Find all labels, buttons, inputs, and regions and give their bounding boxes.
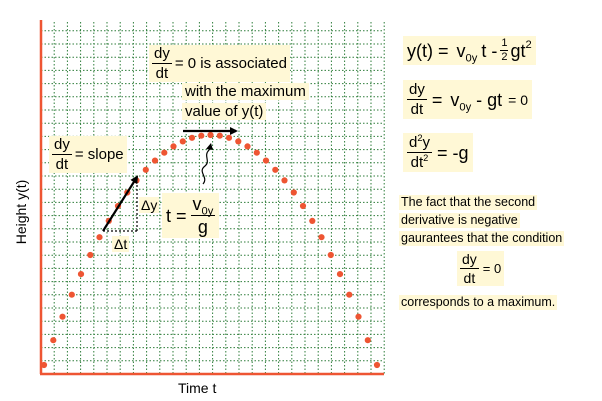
slope-fraction: dy dt bbox=[52, 136, 72, 173]
trajectory-point bbox=[336, 271, 344, 278]
equation-acceleration: d2y dt2 = -g bbox=[403, 133, 473, 172]
max-pointer-squiggle bbox=[201, 145, 212, 185]
trajectory-point bbox=[253, 149, 260, 156]
explanation-line4: corresponds to a maximum. bbox=[399, 295, 558, 310]
max-pointer-head bbox=[206, 143, 213, 150]
trajectory-point bbox=[225, 134, 233, 141]
condition-fraction: dy dt bbox=[460, 251, 479, 286]
y-axis-label: Height y(t) bbox=[13, 179, 29, 245]
trajectory-point bbox=[262, 157, 270, 164]
explanation-line2: derivative is negative bbox=[399, 213, 520, 228]
trajectory-point bbox=[216, 132, 223, 139]
explanation-line3: gaurantees that the condition bbox=[399, 231, 565, 246]
max-note-line3: value of y(t) bbox=[182, 103, 267, 120]
trajectory-point bbox=[355, 313, 362, 320]
max-note-fraction: dy dt bbox=[152, 45, 172, 82]
trajectory-point bbox=[207, 131, 214, 139]
time-at-max-fraction: v0y g bbox=[190, 194, 216, 237]
equation-velocity: dy dt = v0y - gt = 0 bbox=[403, 80, 533, 119]
delta-y-label: Δy bbox=[139, 197, 160, 213]
half-fraction: 1 2 bbox=[500, 37, 509, 63]
trajectory-point bbox=[87, 251, 94, 259]
trajectory-point bbox=[272, 166, 279, 173]
trajectory-point bbox=[96, 234, 103, 241]
trajectory-point bbox=[235, 138, 242, 145]
max-note-fraction-row: dy dt = 0 is associated bbox=[149, 45, 290, 82]
delta-t-label: Δt bbox=[112, 236, 130, 252]
trajectory-point bbox=[170, 143, 177, 150]
max-note-line2: with the maximum bbox=[182, 83, 309, 100]
eq3-fraction: d2y dt2 bbox=[407, 133, 433, 171]
trajectory-point bbox=[327, 251, 334, 259]
trajectory-point bbox=[50, 337, 57, 344]
trajectory-point bbox=[161, 149, 168, 156]
trajectory-point bbox=[309, 217, 316, 224]
trajectory-point bbox=[281, 177, 288, 184]
trajectory-point bbox=[77, 271, 85, 278]
explanation-condition: dy dt = 0 bbox=[457, 251, 505, 286]
trajectory-point bbox=[373, 361, 381, 369]
trajectory-point bbox=[244, 143, 251, 150]
eq2-fraction: dy dt bbox=[407, 81, 427, 118]
slope-arrow bbox=[102, 175, 139, 232]
trajectory-point bbox=[364, 337, 371, 344]
trajectory-point bbox=[68, 291, 75, 298]
trajectory-point bbox=[179, 138, 186, 145]
trajectory-point bbox=[346, 291, 353, 298]
trajectory-point bbox=[142, 166, 149, 173]
trajectory-point bbox=[188, 134, 196, 141]
trajectory-point bbox=[318, 234, 325, 241]
trajectory-point bbox=[151, 157, 159, 164]
explanation-line1: The fact that the second bbox=[399, 195, 538, 210]
trajectory-point bbox=[299, 202, 307, 210]
x-axis-label: Time t bbox=[178, 380, 217, 396]
time-at-max: t = v0y g bbox=[162, 193, 220, 238]
slope-label: dy dt = slope bbox=[49, 136, 127, 173]
trajectory-point bbox=[40, 361, 48, 369]
trajectory-point bbox=[198, 132, 205, 139]
trajectory-point bbox=[290, 189, 297, 196]
trajectory-point bbox=[59, 313, 66, 320]
